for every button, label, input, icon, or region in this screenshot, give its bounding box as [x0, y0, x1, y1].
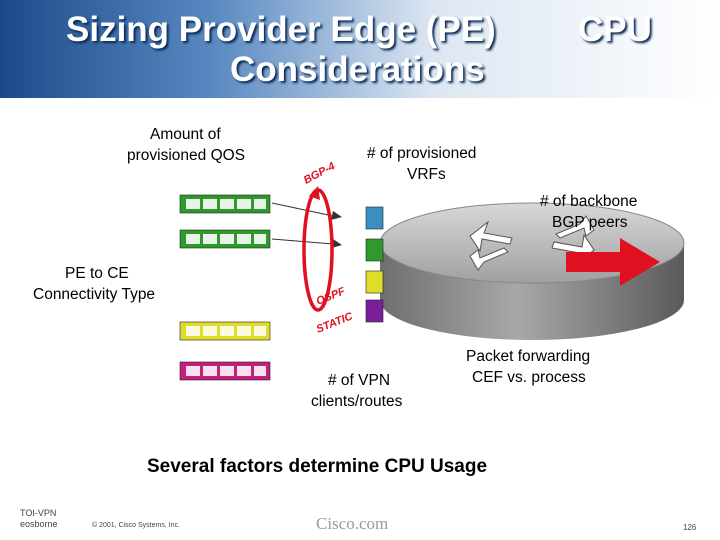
pe-ce-label-line1: PE to CE — [65, 265, 129, 282]
queue-bar-green-2 — [179, 229, 271, 249]
forwarding-label-line1: Packet forwarding — [466, 348, 591, 365]
qos-label-line1: Amount of — [150, 126, 221, 143]
interface-yellow-box — [365, 270, 384, 294]
title-line-1: Sizing Provider Edge (PE) — [66, 10, 496, 49]
title-cpu: CPU — [578, 10, 652, 49]
footer-page-number: 126 — [683, 523, 697, 532]
title-bar — [0, 0, 720, 98]
vrfs-label-line2: VRFs — [407, 166, 446, 183]
bgp4-label: BGP-4 — [302, 160, 337, 186]
qos-label-line2: provisioned QOS — [127, 147, 246, 164]
vrfs-label-line1: # of provisioned — [367, 145, 477, 162]
interface-green-box — [365, 238, 384, 262]
queue-bar-green-1 — [179, 194, 271, 214]
footer-left-line2: eosborne — [20, 519, 58, 529]
queue-bar-magenta — [179, 361, 271, 381]
vpn-label-line1: # of VPN — [328, 372, 391, 389]
connector-line-1 — [271, 202, 334, 217]
backbone-arrow-icon — [566, 238, 660, 286]
bgp-peers-label-line1: # of backbone — [540, 193, 638, 210]
footer-brand: Cisco.com — [316, 514, 389, 533]
interface-blue-box — [365, 206, 384, 230]
vpn-label-line2: clients/routes — [311, 393, 403, 410]
footer-left-line1: TOI-VPN — [20, 508, 57, 518]
bgp-peers-label-line2: BGP peers — [552, 214, 628, 231]
routing-loop-arrowhead — [309, 186, 320, 200]
interface-purple-box — [365, 299, 384, 323]
title-line-2: Considerations — [230, 50, 485, 89]
connector-arrowhead-2 — [332, 239, 342, 248]
summary-text: Several factors determine CPU Usage — [147, 456, 488, 477]
footer-copyright: © 2001, Cisco Systems, Inc. — [92, 522, 181, 529]
pe-ce-label-line2: Connectivity Type — [33, 286, 156, 303]
ospf-label: OSPF — [315, 285, 348, 307]
queue-bar-yellow — [179, 321, 271, 341]
connector-arrowhead-1 — [331, 211, 342, 220]
forwarding-label-line2: CEF vs. process — [472, 369, 586, 386]
static-label: STATIC — [315, 310, 356, 336]
